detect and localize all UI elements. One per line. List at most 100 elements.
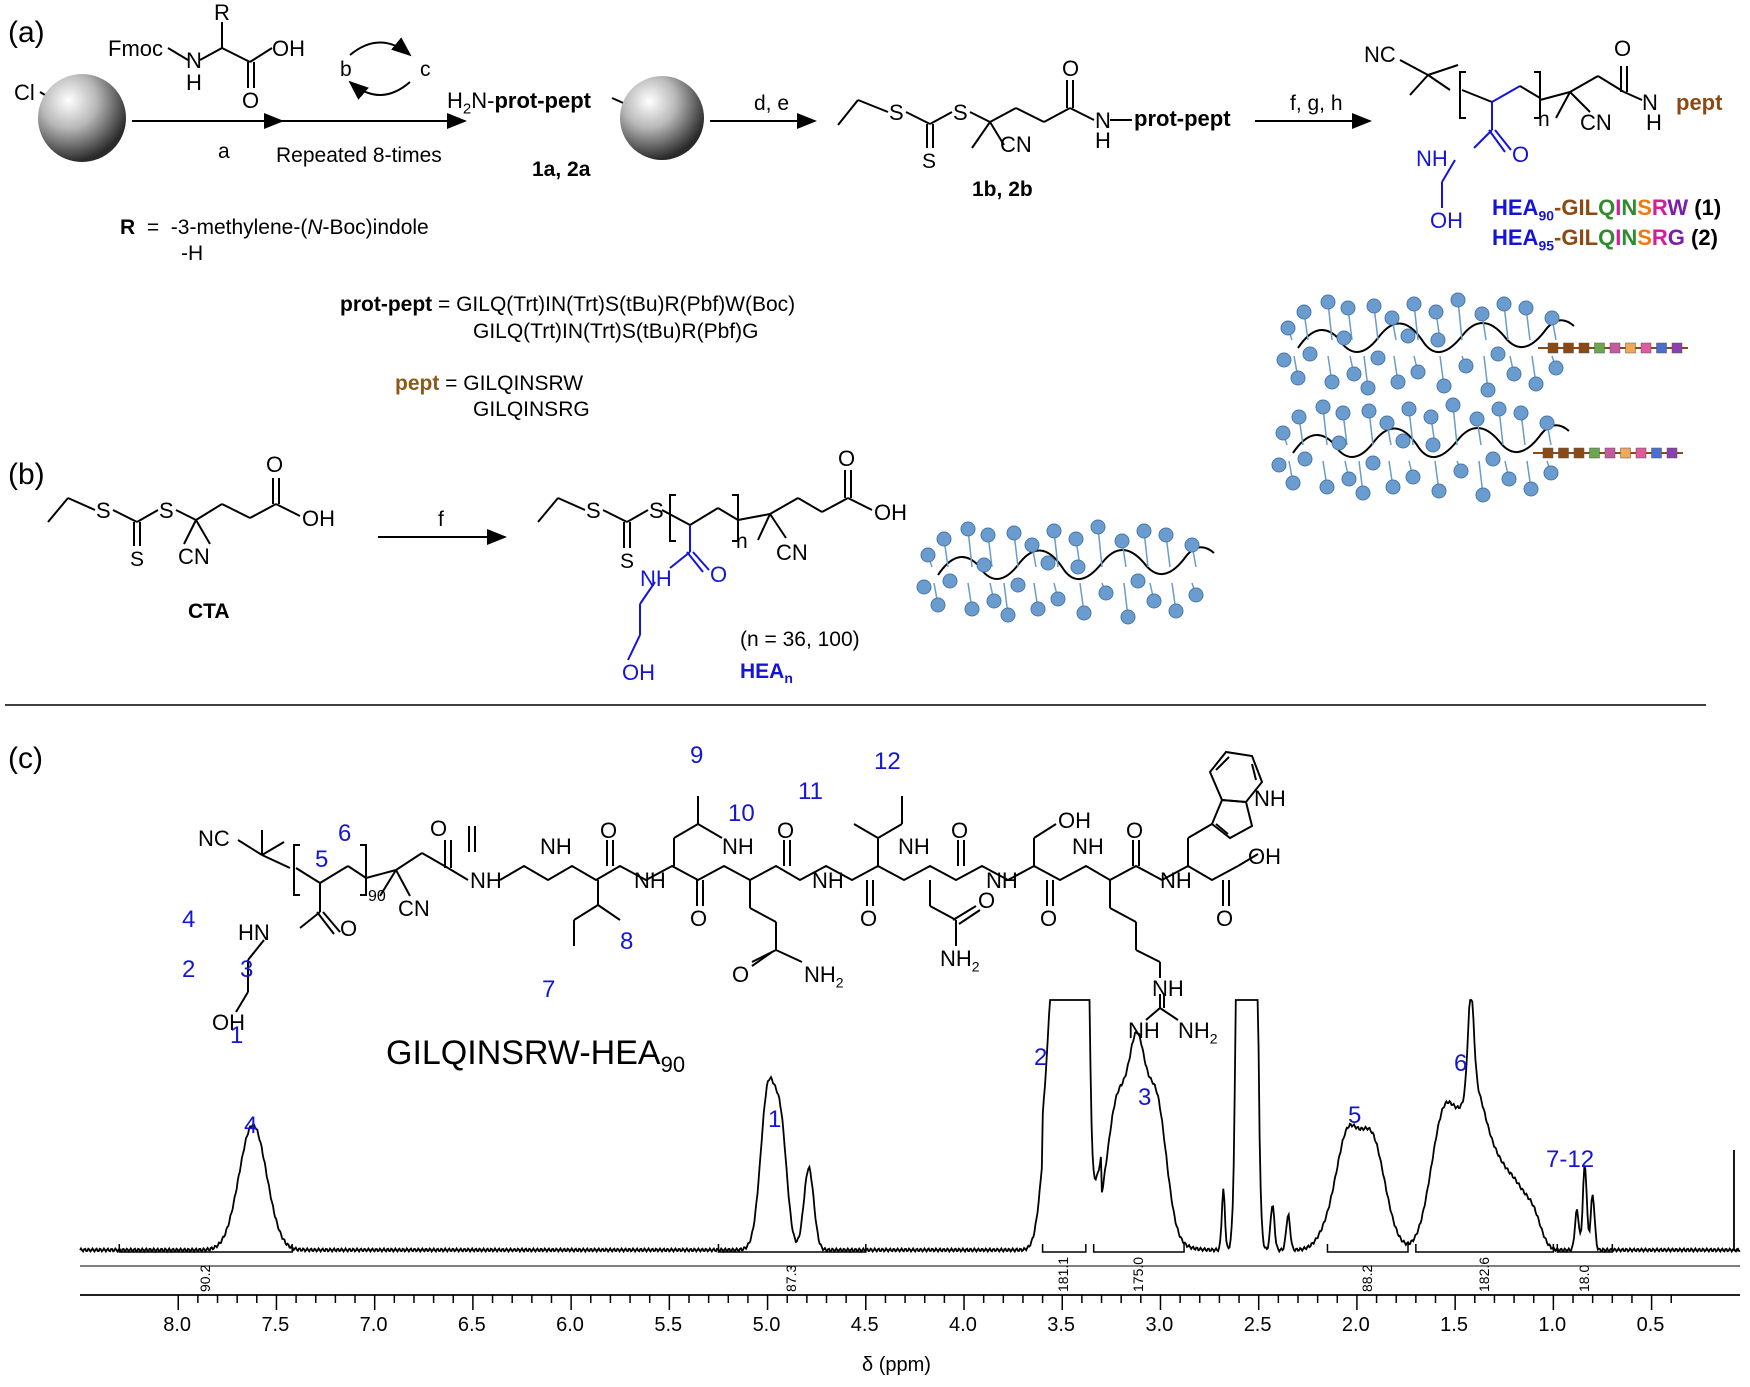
amino-acid-bead (1635, 447, 1647, 459)
polymer-side-group-bead (1040, 555, 1056, 571)
integral-bracket (1041, 1244, 1087, 1253)
polymer-side-group-bead (1046, 523, 1062, 539)
conjugate-cartoon-2 (1271, 397, 1683, 503)
polymer-side-group-bead (1355, 485, 1371, 501)
integral-value: 181.1 (1055, 1256, 1072, 1292)
integral-bracket (118, 1244, 293, 1253)
polymer-side-group-bead (1410, 364, 1426, 380)
tick-label: 2.5 (1243, 1314, 1272, 1336)
tick-label: 5.5 (654, 1314, 683, 1336)
amine-n: N (186, 48, 202, 73)
tc-o: O (1062, 56, 1080, 81)
c-o2: O (600, 818, 618, 843)
polymer-side-group-bead (1276, 352, 1292, 368)
hea-s2: S (649, 498, 664, 523)
polymer-side-group-bead (1430, 332, 1446, 348)
polymer-side-group-bead (964, 601, 980, 617)
c-nh-2: NH (540, 834, 572, 859)
step-de-label: d, e (754, 92, 790, 115)
hea-side-5 (639, 581, 656, 605)
seq-letter: S (1637, 195, 1652, 220)
polymer-side-group-bead (1275, 425, 1291, 441)
cta-bond-7 (175, 509, 197, 521)
hea-n-sub: n (736, 530, 748, 553)
seq-letter: G (1561, 195, 1579, 220)
arg-4 (1135, 949, 1161, 963)
prod-bond-2 (1409, 74, 1429, 96)
c-bond-8 (365, 869, 397, 879)
seq-letter: W (1667, 195, 1689, 220)
hea-bond-16 (847, 497, 873, 511)
polymer-side-group-bead (1469, 411, 1485, 427)
polymer-side-group-bead (1146, 593, 1162, 609)
tick-label: 1.0 (1538, 1314, 1567, 1336)
polymer-side-group-bead (1296, 304, 1312, 320)
step-fgh-label: f, g, h (1290, 92, 1343, 115)
prod-bracket-left (1459, 71, 1466, 119)
c-label-1: 1 (230, 1022, 244, 1049)
prod-bond-6 (1491, 85, 1521, 103)
cta-bond-15 (195, 519, 211, 545)
step-a-label: a (218, 140, 230, 163)
seq-letter: Q (1598, 225, 1616, 250)
polymer-side-group-bead (916, 579, 932, 595)
c-nh2-asn: NH2 (940, 946, 980, 975)
c-o5: O (860, 906, 878, 931)
prod-bond-14 (1555, 91, 1571, 119)
tick-label: 5.0 (752, 1314, 781, 1336)
prod-bond-8 (1539, 91, 1571, 101)
integral-value: 87.3 (783, 1264, 800, 1292)
pept-seq2: GILQINSRG (473, 398, 590, 421)
c-nh-trp: NH (1254, 786, 1286, 811)
polymer-side-group-bead (1068, 531, 1084, 547)
seq-letter: L (1584, 225, 1599, 250)
c-nh-8: NH (1072, 834, 1104, 859)
tc-s2: S (953, 100, 968, 125)
c-bond-1 (237, 839, 263, 856)
polymer-side-group-bead (1291, 409, 1307, 425)
tc-bond-8 (989, 107, 1017, 123)
polymer-side-group-bead (1450, 292, 1466, 308)
amino-acid-bead (1589, 447, 1600, 459)
tc-s3: S (922, 150, 937, 173)
polymer-side-group-bead (1010, 577, 1026, 593)
tick-label: 8.0 (163, 1314, 192, 1336)
arg-8 (1145, 1007, 1161, 1021)
prod-bond-15 (1569, 91, 1591, 113)
c-label-9: 9 (690, 742, 704, 769)
polymer-side-group-bead (1518, 300, 1534, 316)
c-label-2: 2 (182, 956, 196, 983)
step-c-label: c (420, 58, 431, 81)
amino-acid-bead (1573, 447, 1585, 459)
cta-bond-14 (183, 519, 197, 545)
c-o-gln: O (732, 962, 750, 987)
hea-side-2 (686, 551, 704, 573)
polymer-side-group-bead (1331, 435, 1347, 451)
arg-9 (1159, 1007, 1179, 1021)
hea-side-4 (669, 551, 691, 569)
polymer-side-group-bead (1324, 374, 1340, 390)
polymer-side-group-bead (1385, 479, 1401, 495)
leu-2 (673, 823, 699, 839)
prod-side-3 (1494, 129, 1512, 151)
scheme-a (38, 22, 1643, 208)
polymer-side-group-bead (1024, 537, 1040, 553)
amino-acid-bead (1656, 342, 1667, 354)
polymer-side-group-bead (1548, 360, 1564, 376)
tc-prot-pept: prot-pept (1134, 106, 1231, 131)
c-o1: O (430, 816, 448, 841)
tick-label: 6.0 (556, 1314, 584, 1336)
prod-side-nh: NH (1416, 146, 1448, 171)
amino-acid-bead (1666, 447, 1678, 459)
polymer-side-group-bead (1475, 487, 1491, 503)
trp-pyrrole (1210, 798, 1254, 840)
resin-bead-2 (620, 76, 704, 160)
polymer-side-group-bead (1319, 479, 1335, 495)
polymer-side-group-bead (1485, 451, 1501, 467)
cta-bond-3 (112, 509, 138, 523)
polymer-side-group-bead (1436, 378, 1452, 394)
tc-bond-14 (971, 121, 991, 149)
seq-letter: L (1584, 195, 1599, 220)
arg-2 (1109, 907, 1137, 923)
prod-nh: N (1642, 90, 1658, 115)
